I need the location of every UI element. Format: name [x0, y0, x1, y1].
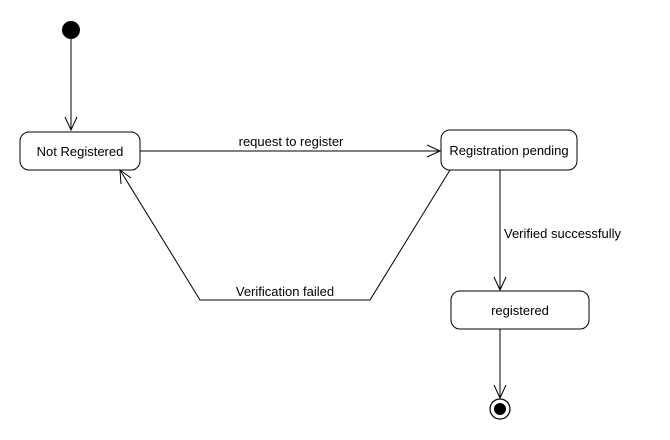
state-not-registered: Not Registered	[19, 131, 141, 171]
state-registration-pending: Registration pending	[440, 129, 578, 171]
initial-state-node	[62, 21, 80, 39]
state-registered-label: registered	[491, 303, 549, 318]
final-state-node	[489, 398, 511, 420]
final-transition-arrowhead	[493, 384, 507, 400]
transition-request-arrowhead	[426, 144, 442, 158]
transition-verified-arrowhead	[493, 276, 507, 292]
transition-verified-label: Verified successfully	[504, 226, 622, 241]
state-not-registered-label: Not Registered	[37, 144, 124, 159]
state-registration-pending-label: Registration pending	[449, 143, 568, 158]
state-registered: registered	[450, 290, 590, 330]
initial-transition-arrowhead	[64, 116, 78, 132]
transition-failed-line	[119, 169, 451, 301]
transition-failed-arrowhead	[119, 168, 132, 185]
transition-failed-label: Verification failed	[236, 284, 334, 299]
transition-request-label: request to register	[239, 134, 344, 149]
